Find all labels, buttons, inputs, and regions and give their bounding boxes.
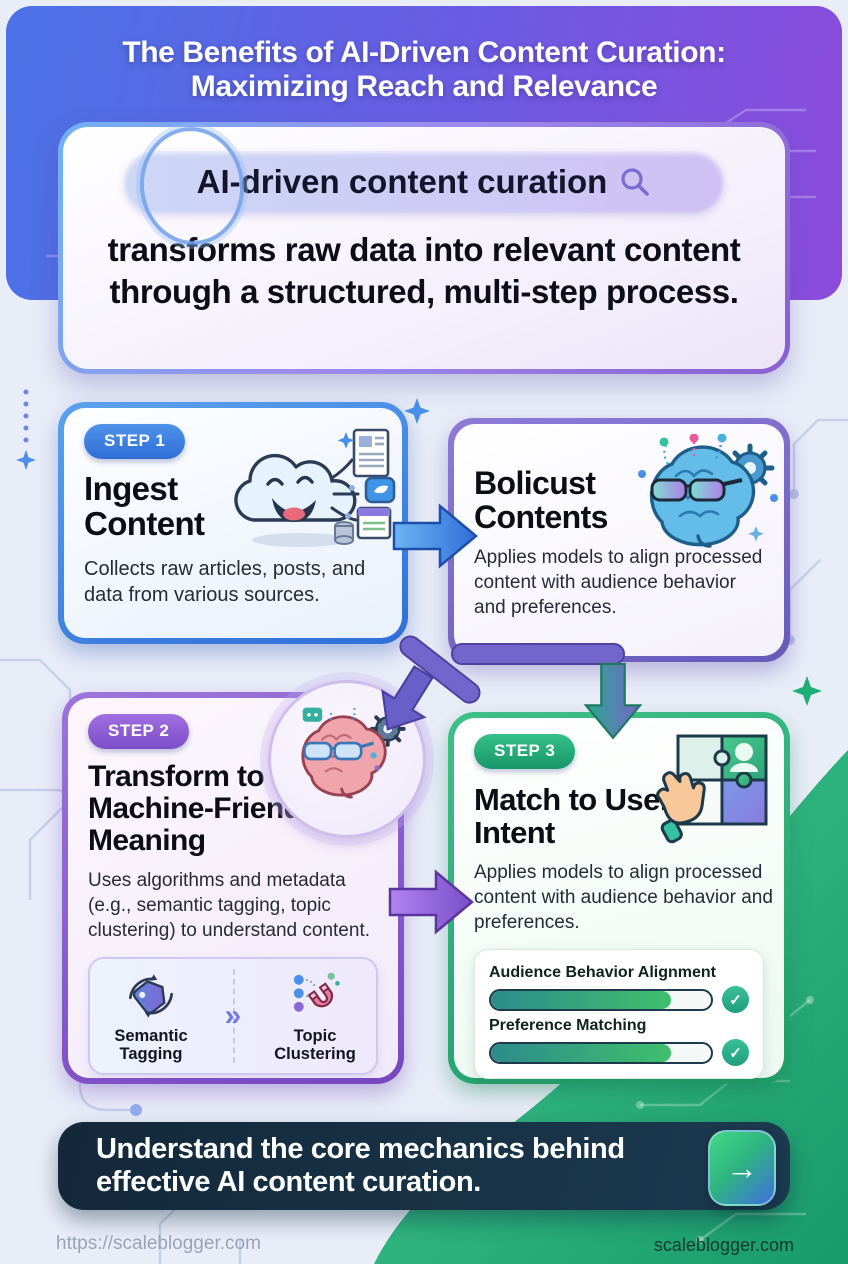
search-query-text: AI-driven content curation	[196, 163, 608, 200]
progress-fill	[491, 1043, 672, 1062]
footer-url[interactable]: https://scaleblogger.com	[56, 1233, 261, 1254]
step3-card: STEP 3	[448, 712, 790, 1084]
step1-description: Collects raw articles, posts, and data f…	[84, 557, 366, 606]
cta-arrow-button[interactable]: →	[708, 1130, 776, 1206]
double-chevron-icon: »	[221, 999, 246, 1033]
sparkle-icon	[404, 398, 430, 424]
feature-label: Semantic Tagging	[114, 1027, 188, 1064]
sparkle-icon	[792, 676, 822, 706]
happy-cloud-sharing-content-icon	[228, 422, 400, 556]
progress-track	[489, 1041, 713, 1064]
intro-statement: transforms raw data into relevant conten…	[107, 231, 741, 311]
step2-badge: STEP 2	[88, 714, 190, 749]
progress-fill	[491, 990, 672, 1009]
progress-row: ✓	[489, 986, 749, 1014]
sparkle-icon	[16, 450, 36, 470]
step1-title: Ingest Content	[84, 470, 205, 543]
pink-brain-glasses-gear-icon	[268, 680, 426, 838]
check-icon: ✓	[722, 1039, 749, 1067]
progress-row: ✓	[489, 1039, 749, 1067]
progress-label: Preference Matching	[489, 1017, 647, 1035]
progress-label: Audience Behavior Alignment	[489, 964, 716, 982]
check-icon: ✓	[722, 986, 749, 1014]
magnifier-icon	[621, 168, 650, 196]
step3-progress-panel: Audience Behavior Alignment ✓ Preference…	[474, 949, 764, 1080]
step3-description: Applies models to align processed conten…	[474, 862, 773, 933]
step1-badge: STEP 1	[84, 424, 186, 459]
step3-badge: STEP 3	[474, 734, 576, 769]
step2-description: Uses algorithms and metadata (e.g., sema…	[88, 870, 371, 941]
magnet-clusters-icon	[293, 972, 340, 1012]
page-title: The Benefits of AI-Driven Content Curati…	[6, 36, 842, 104]
step2-card: STEP 2 Transform to Machine-Friendly Mea…	[62, 680, 426, 1084]
cta-banner[interactable]: Understand the core mechanics behind eff…	[58, 1122, 790, 1210]
footer-brand[interactable]: scaleblogger.com	[653, 1235, 794, 1255]
page-title-line2: Maximizing Reach and Relevance	[190, 70, 658, 104]
ai-brain-sunglasses-gear-icon	[624, 434, 780, 564]
alt-card-description: Applies models to align processed conten…	[474, 547, 763, 618]
alt-card: Bolicust Contents	[448, 418, 790, 662]
arrow-right-icon: →	[726, 1149, 758, 1186]
feature-topic-clustering: Topic Clustering	[254, 969, 376, 1063]
feature-semantic-tagging: Semantic Tagging	[90, 969, 212, 1063]
hand-placing-user-puzzle-icon	[634, 724, 782, 848]
cta-text: Understand the core mechanics behind eff…	[96, 1132, 625, 1198]
step2-feature-panel: Semantic Tagging »	[88, 957, 378, 1076]
feature-label: Topic Clustering	[274, 1027, 356, 1064]
page-title-line1: The Benefits of AI-Driven Content Curati…	[122, 36, 726, 69]
step1-card: STEP 1 Ingest Content	[58, 402, 408, 644]
intro-card: AI-driven content curation transforms ra…	[58, 121, 790, 374]
feature-divider: »	[212, 959, 254, 1073]
tag-sync-icon	[128, 974, 174, 1018]
alt-card-title: Bolicust Contents	[474, 465, 608, 536]
progress-track	[489, 988, 713, 1011]
search-bar[interactable]: AI-driven content curation	[124, 121, 724, 251]
